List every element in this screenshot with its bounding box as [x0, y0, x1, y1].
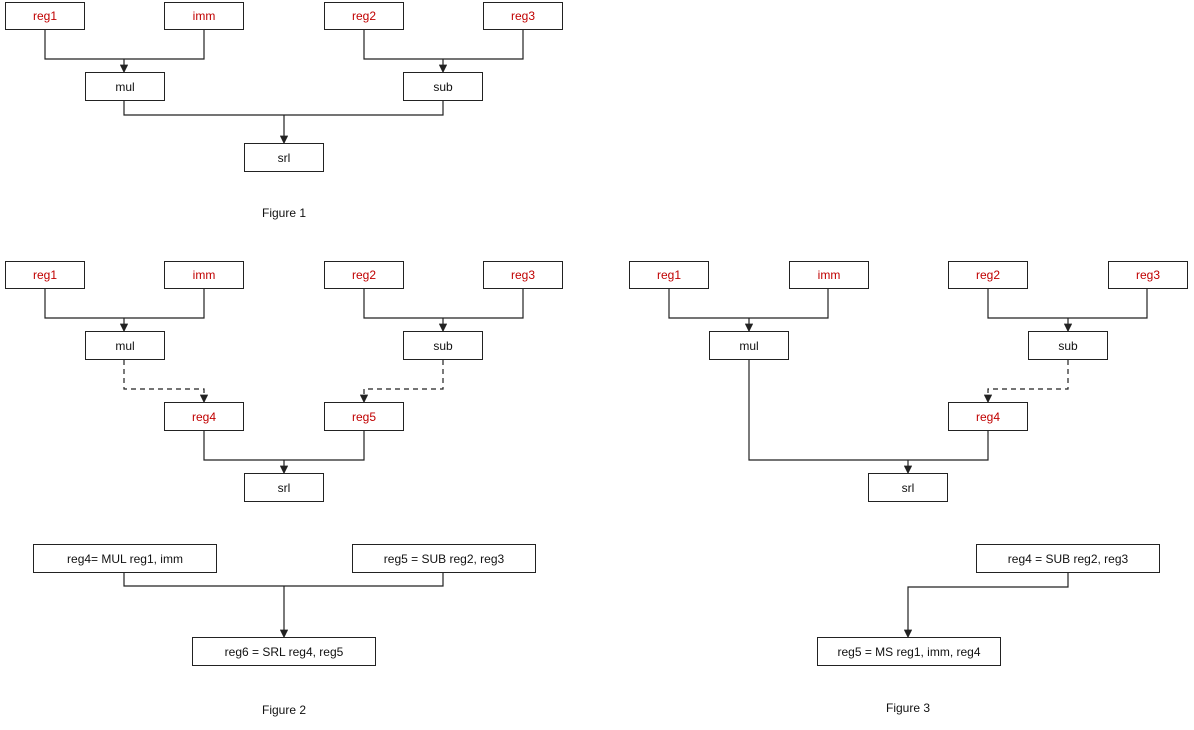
- dashed-sub-to-reg5: [359, 360, 444, 404]
- fig2-srl-instruction: reg6 = SRL reg4, reg5: [192, 637, 376, 666]
- fig2-mul-instruction: reg4= MUL reg1, imm: [33, 544, 217, 573]
- fig1-reg3-node: reg3: [483, 2, 563, 30]
- fig3-reg2-node: reg2: [948, 261, 1028, 289]
- fig1-srl-node: srl: [244, 143, 324, 172]
- fig3-sub-node: sub: [1028, 331, 1108, 360]
- fig3-reg1-node: reg1: [629, 261, 709, 289]
- fig3-reg3-node: reg3: [1108, 261, 1188, 289]
- fig2-reg1-node: reg1: [5, 261, 85, 289]
- fig2-reg4-node: reg4: [164, 402, 244, 431]
- figure2-edges: [44, 289, 524, 639]
- fig3-sub-instruction: reg4 = SUB reg2, reg3: [976, 544, 1160, 573]
- fig2-mul-node: mul: [85, 331, 165, 360]
- fig3-imm-node: imm: [789, 261, 869, 289]
- fig3-mul-node: mul: [709, 331, 789, 360]
- figure3-caption: Figure 3: [885, 701, 931, 715]
- fig1-reg2-node: reg2: [324, 2, 404, 30]
- fig1-reg1-node: reg1: [5, 2, 85, 30]
- fig3-reg4-node: reg4: [948, 402, 1028, 431]
- edge-mul-sub-to-srl: [123, 100, 444, 116]
- fig3-ms-instruction: reg5 = MS reg1, imm, reg4: [817, 637, 1001, 666]
- edge-reg1-imm-to-mul: [44, 30, 205, 60]
- figure1-caption: Figure 1: [261, 206, 307, 220]
- fig2-reg2-node: reg2: [324, 261, 404, 289]
- fig1-sub-node: sub: [403, 72, 483, 101]
- fig2-imm-node: imm: [164, 261, 244, 289]
- figure1-edges: [44, 30, 524, 145]
- dashed-sub-to-reg4: [983, 360, 1069, 404]
- fig1-imm-node: imm: [164, 2, 244, 30]
- edge-reg2-reg3-to-sub: [363, 30, 524, 60]
- fig2-reg5-node: reg5: [324, 402, 404, 431]
- fig2-srl-node: srl: [244, 473, 324, 502]
- dashed-mul-to-reg4: [123, 360, 209, 404]
- fig2-sub-node: sub: [403, 331, 483, 360]
- fig1-mul-node: mul: [85, 72, 165, 101]
- figure3-edges: [668, 289, 1148, 639]
- figure2-caption: Figure 2: [261, 703, 307, 717]
- fig2-sub-instruction: reg5 = SUB reg2, reg3: [352, 544, 536, 573]
- fig2-reg3-node: reg3: [483, 261, 563, 289]
- fig3-srl-node: srl: [868, 473, 948, 502]
